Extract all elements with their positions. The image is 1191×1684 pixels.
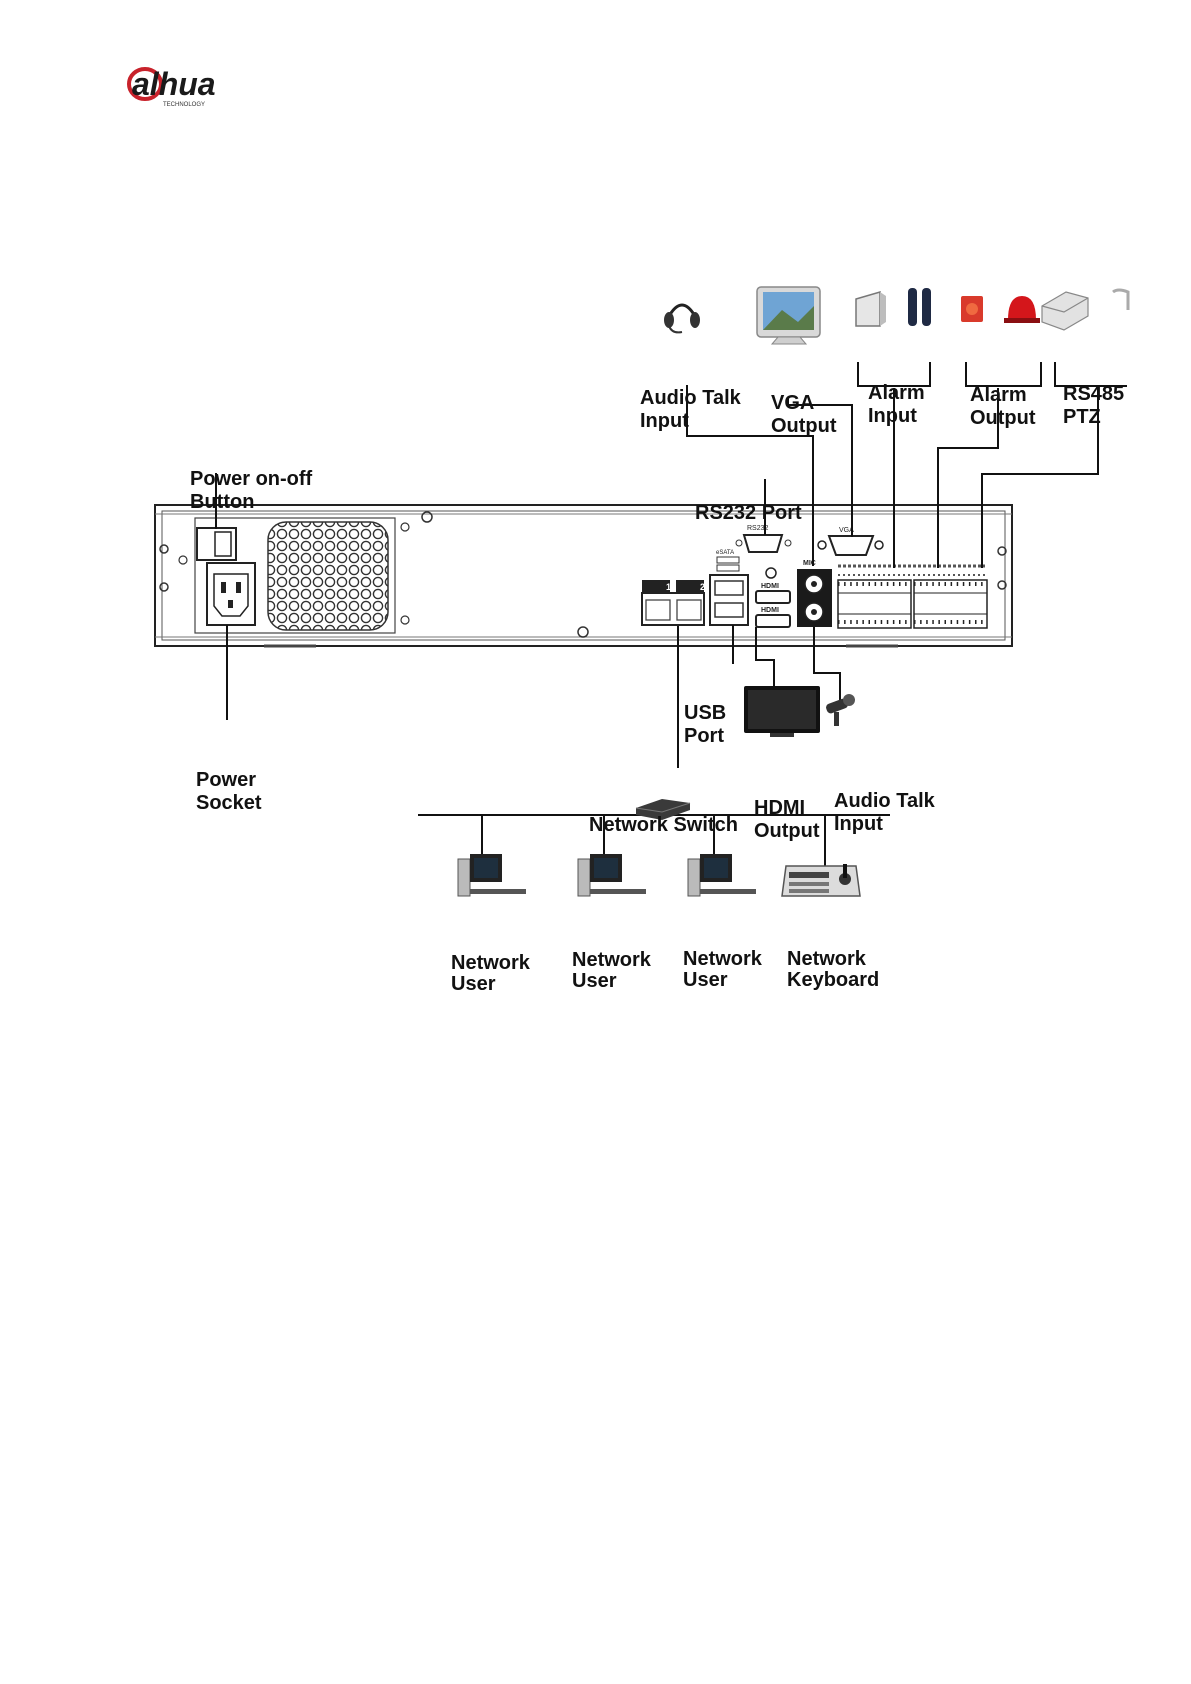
hdmi-monitor-icon <box>744 686 820 737</box>
label-rs232-port: RS232 Port <box>695 502 802 524</box>
alarm-terminal-block <box>837 564 988 629</box>
alarm-sensor-icon <box>855 288 931 327</box>
svg-text:RS232: RS232 <box>747 525 769 532</box>
svg-text:eSATA: eSATA <box>716 550 734 556</box>
line-audio-talk-top <box>686 385 814 566</box>
label-network-switch: Network Switch <box>589 814 738 836</box>
svg-text:1: 1 <box>666 582 671 592</box>
vga-connector: VGA <box>817 527 884 556</box>
microphone-icon <box>826 694 855 726</box>
svg-text:MIC: MIC <box>803 560 816 567</box>
logo-brand: alhua <box>132 66 216 102</box>
connector-lines <box>215 385 1099 866</box>
power-supply <box>178 517 410 634</box>
dahua-logo: alhua TECHNOLOGY <box>127 66 216 108</box>
network-switch-icon <box>635 799 691 820</box>
power-socket <box>206 562 256 626</box>
rs232-connector: RS232 <box>735 525 792 553</box>
hdmi-ports: HDMI HDMI <box>755 567 791 628</box>
headset-icon <box>664 303 700 334</box>
line-alarm-output <box>937 388 999 568</box>
line-hdmi <box>755 627 775 690</box>
svg-text:HDMI: HDMI <box>761 607 779 614</box>
logo-tagline: TECHNOLOGY <box>163 102 205 108</box>
network-keyboard-icon <box>781 864 861 897</box>
svg-text:HDMI: HDMI <box>761 583 779 590</box>
alarm-siren-icon <box>961 296 1040 323</box>
svg-text:2: 2 <box>700 582 705 592</box>
esata-usb-block: eSATA <box>709 550 749 626</box>
vga-monitor-icon <box>756 286 821 345</box>
power-switch <box>196 527 237 561</box>
ptz-box-icon <box>1041 288 1130 331</box>
network-user-icon-1 <box>457 854 526 897</box>
svg-text:VGA: VGA <box>839 527 854 534</box>
mic-audio-ports: MIC <box>797 560 832 627</box>
lan-ports: 1 2 <box>641 580 705 626</box>
label-brackets <box>857 362 1127 387</box>
line-audio-talk-bottom <box>813 627 841 707</box>
fan-grille <box>267 521 389 631</box>
network-user-icon-2 <box>577 854 646 897</box>
line-rs485 <box>981 388 1099 568</box>
network-user-icon-3 <box>687 854 756 897</box>
line-vga-output <box>787 397 853 537</box>
